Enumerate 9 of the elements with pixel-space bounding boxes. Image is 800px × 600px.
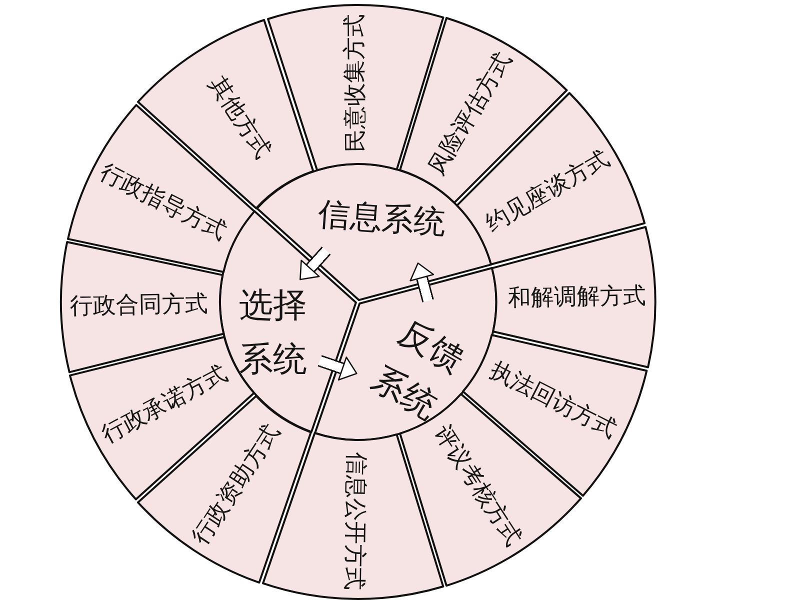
hollow-arrow [410,262,434,302]
hollow-arrow [300,246,331,280]
sector-label: 信息系统 [316,194,448,242]
sector-label: 选择系统 [238,284,308,382]
segment-label: 和解调解方式 [508,283,646,314]
segment-label: 信息公开方式 [340,452,370,590]
segment-label: 行政合同方式 [70,290,208,321]
segment-label: 民意收集方式 [342,14,370,152]
hollow-arrow [318,355,358,381]
